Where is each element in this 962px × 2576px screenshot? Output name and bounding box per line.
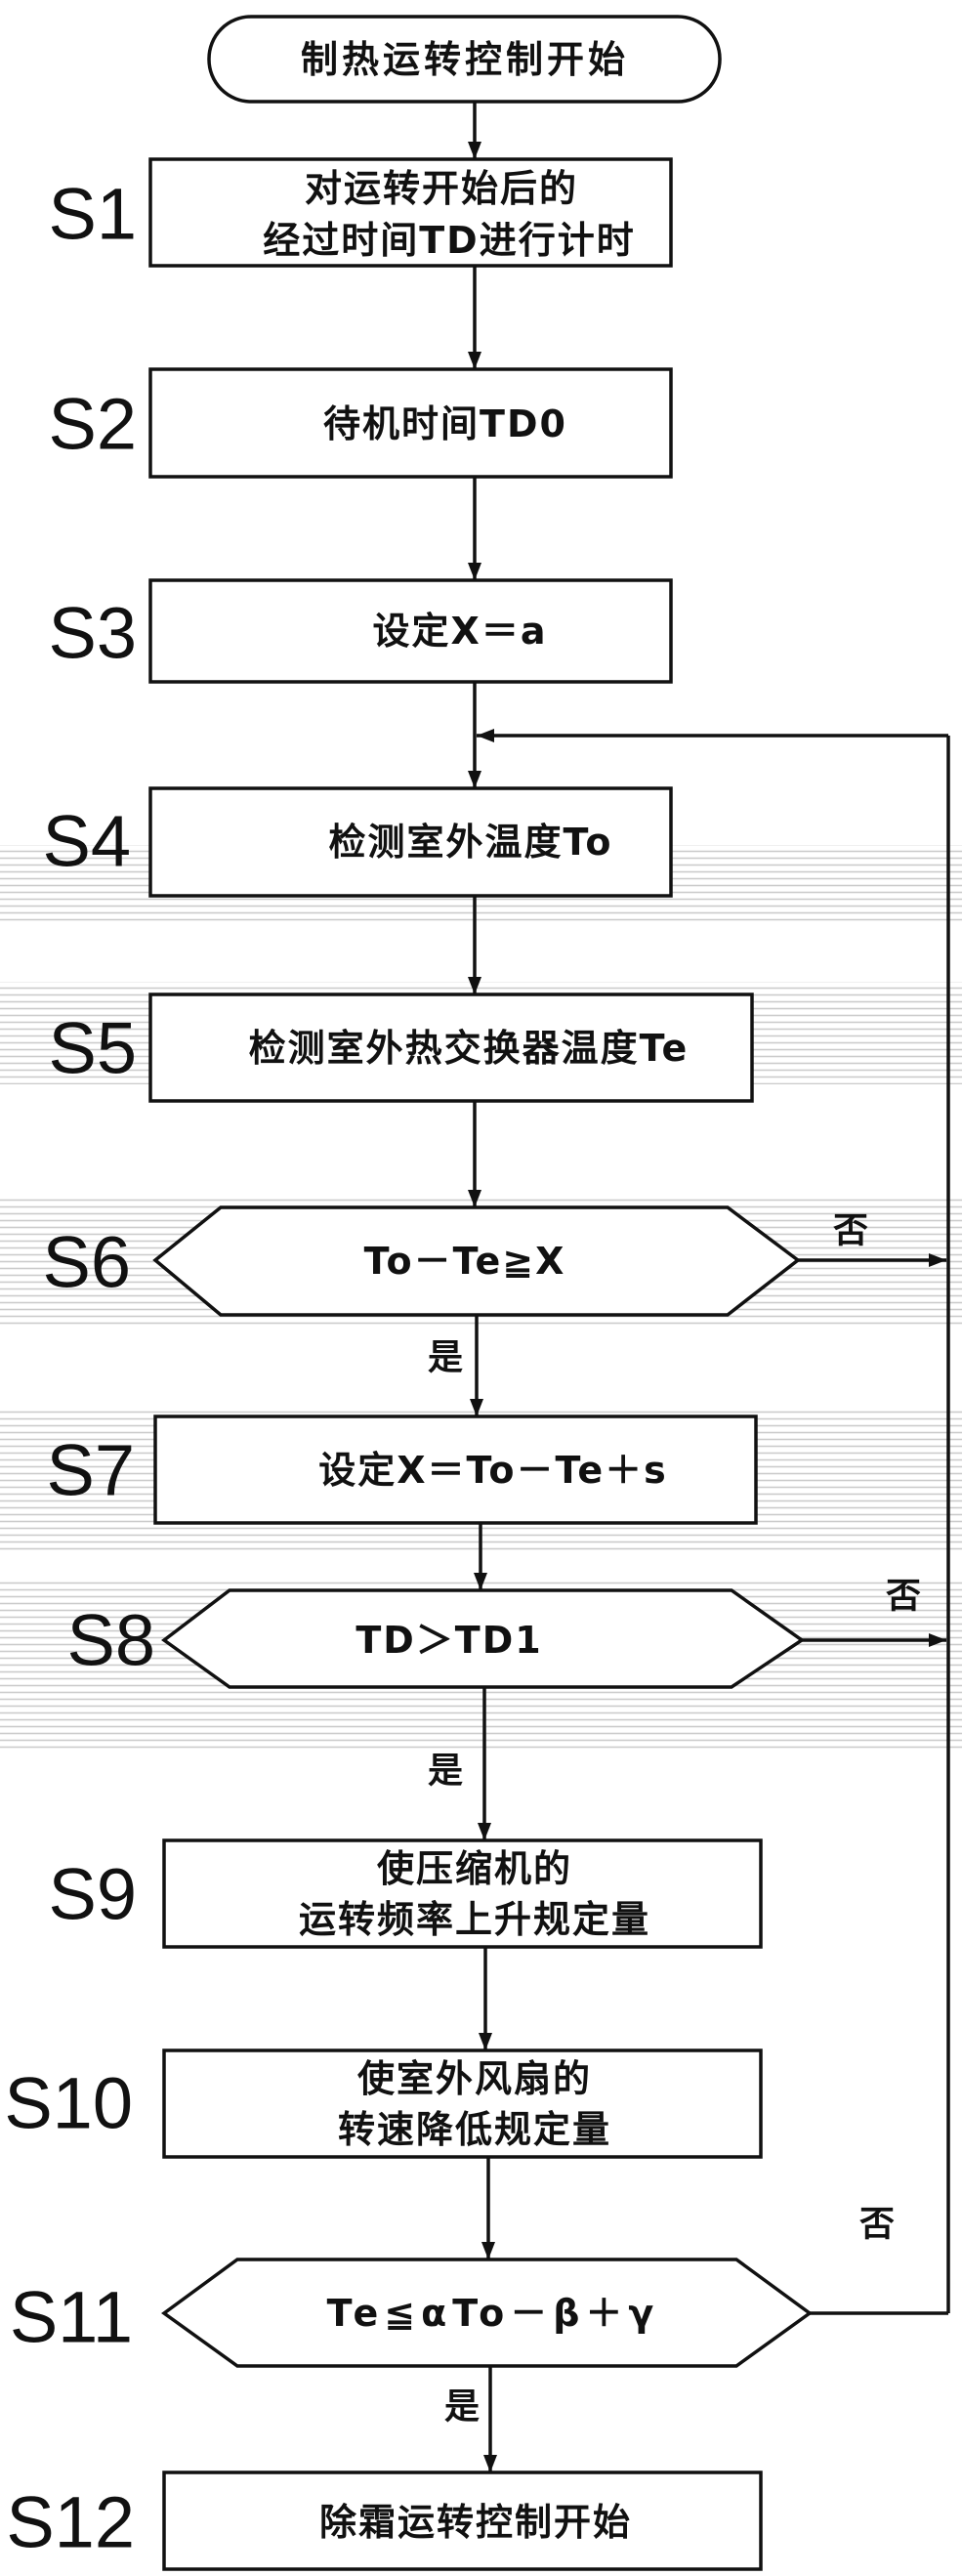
- step-label-s11: S11: [10, 2277, 133, 2358]
- s12-text: 除霜运转控制开始: [319, 2501, 632, 2544]
- decision-s11: [161, 2258, 813, 2368]
- process-box-s4: [148, 786, 673, 898]
- s4-text: 检测室外温度To: [329, 821, 613, 864]
- s8-yes-label: 是: [428, 1752, 463, 1792]
- node-s4: S4 检测室外温度To: [42, 786, 673, 898]
- node-s2: S2 待机时间TD0: [48, 367, 673, 479]
- node-s10: S10 使室外风扇的 转速降低规定量: [4, 2048, 763, 2159]
- step-label-s9: S9: [48, 1854, 137, 1935]
- process-box-s3: [148, 578, 673, 684]
- s9-text-line-1: 使压缩机的: [377, 1847, 572, 1890]
- node-s12: S12 除霜运转控制开始: [6, 2470, 763, 2571]
- step-label-s12: S12: [6, 2482, 135, 2563]
- step-label-s1: S1: [48, 174, 137, 255]
- s5-text: 检测室外热交换器温度Te: [249, 1027, 690, 1070]
- s7-text: 设定X＝To－Te＋s: [318, 1449, 668, 1492]
- s6-condition: To－Te≧X: [364, 1240, 566, 1283]
- node-s3: S3 设定X＝a: [48, 578, 673, 684]
- node-s6: S6 To－Te≧X 否 是: [42, 1205, 868, 1378]
- s1-text-line-1: 对运转开始后的: [305, 167, 578, 210]
- s11-yes-label: 是: [444, 2387, 480, 2428]
- node-s7: S7 设定X＝To－Te＋s: [46, 1415, 758, 1525]
- s2-text: 待机时间TD0: [323, 402, 567, 445]
- node-s8: S8 TD＞TD1 否 是: [66, 1577, 921, 1792]
- s3-text: 设定X＝a: [373, 610, 548, 653]
- step-label-s8: S8: [66, 1600, 155, 1681]
- node-s1: S1 对运转开始后的 经过时间TD进行计时: [48, 157, 673, 268]
- step-label-s2: S2: [48, 384, 137, 465]
- s9-text-line-2: 运转频率上升规定量: [299, 1898, 650, 1941]
- s8-condition: TD＞TD1: [356, 1619, 542, 1662]
- s10-text-line-1: 使室外风扇的: [357, 2057, 592, 2100]
- node-start: 制热运转控制开始: [207, 15, 722, 104]
- s1-text-line-2: 经过时间TD进行计时: [263, 219, 635, 262]
- connectors: [468, 102, 950, 2472]
- decision-s8: [161, 1588, 806, 1689]
- step-label-s5: S5: [48, 1008, 137, 1089]
- process-box-s9: [162, 1838, 763, 1949]
- process-box-s5: [148, 992, 754, 1103]
- start-terminator: [207, 15, 722, 104]
- node-s9: S9 使压缩机的 运转频率上升规定量: [48, 1838, 763, 1949]
- process-box-s1: [148, 157, 673, 268]
- s11-condition: Te≦αTo－β＋γ: [327, 2292, 660, 2335]
- s8-no-label: 否: [886, 1577, 921, 1617]
- process-box-s12: [162, 2470, 763, 2571]
- process-box-s10: [162, 2048, 763, 2159]
- decision-s6: [152, 1205, 801, 1317]
- node-s11: S11 Te≦αTo－β＋γ 否 是: [10, 2205, 895, 2428]
- process-box-s2: [148, 367, 673, 479]
- process-box-s7: [153, 1415, 758, 1525]
- start-text: 制热运转控制开始: [301, 38, 629, 81]
- step-label-s3: S3: [48, 593, 137, 674]
- s11-no-label: 否: [859, 2205, 895, 2245]
- s6-no-label: 否: [833, 1211, 868, 1251]
- s6-yes-label: 是: [428, 1338, 463, 1378]
- step-label-s4: S4: [42, 801, 131, 882]
- step-label-s6: S6: [42, 1222, 131, 1303]
- node-s5: S5 检测室外热交换器温度Te: [48, 992, 754, 1103]
- step-label-s10: S10: [4, 2063, 133, 2144]
- step-label-s7: S7: [46, 1430, 135, 1511]
- s10-text-line-2: 转速降低规定量: [338, 2108, 611, 2151]
